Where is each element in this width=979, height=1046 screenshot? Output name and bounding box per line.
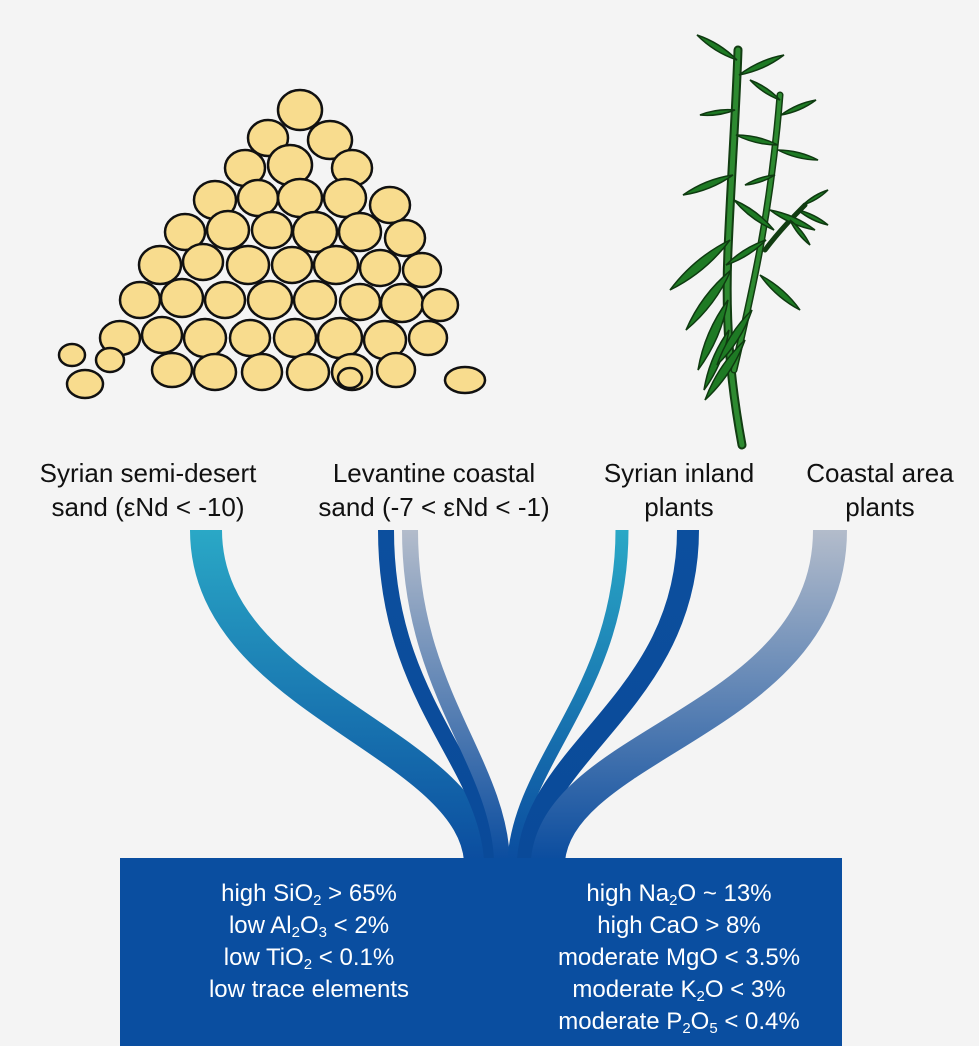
plant-property-line-2: high CaO > 8% <box>597 912 761 939</box>
sand-property-line-1: high SiO2 > 65% <box>221 880 397 909</box>
sand-property-line-4: low trace elements <box>208 976 410 1003</box>
source-label-line: sand (εNd < -10) <box>51 492 245 522</box>
stream-plant1-blue <box>517 529 699 862</box>
sand-properties-list: high SiO2 > 65% low Al2O3 < 2% low TiO2 < … <box>120 878 498 1006</box>
source-label-inland-plants: Syrian inland plants <box>590 456 768 524</box>
source-label-line: Levantine coastal <box>332 458 536 488</box>
source-label-levantine-sand: Levantine coastal sand (-7 < εNd < -1) <box>298 456 570 524</box>
stream-plant1-cyan <box>507 529 629 861</box>
source-label-syrian-sand: Syrian semi-desert sand (εNd < -10) <box>18 456 278 524</box>
plant-property-line-5: moderate P2O5 < 0.4% <box>558 1008 800 1037</box>
plant-icon <box>669 34 829 450</box>
plant-ash-properties-list: high Na2O ~ 13% high CaO > 8% moderate MgO… <box>518 878 840 1038</box>
sand-property-line-3: low TiO2 < 0.1% <box>223 944 395 973</box>
plant-property-line-3: moderate MgO < 3.5% <box>557 944 801 971</box>
source-label-line: Coastal area <box>806 458 954 488</box>
sand-pile-icon <box>57 88 487 400</box>
glass-composition-box: high SiO2 > 65% low Al2O3 < 2% low TiO2 < … <box>120 858 842 1046</box>
sand-property-line-2: low Al2O3 < 2% <box>228 912 390 941</box>
source-label-coastal-plants: Coastal area plants <box>790 456 970 524</box>
source-label-line: sand (-7 < εNd < -1) <box>318 492 550 522</box>
plant-property-line-1: high Na2O ~ 13% <box>586 880 772 909</box>
source-label-line: Syrian semi-desert <box>39 458 257 488</box>
stream-plant2-grey <box>531 529 847 863</box>
stream-sand2-blue <box>378 529 500 861</box>
stream-sand1-cyan <box>190 529 496 863</box>
plant-property-line-4: moderate K2O < 3% <box>572 976 786 1005</box>
source-label-line: Syrian inland <box>603 458 755 488</box>
source-label-line: plants <box>644 492 714 522</box>
stream-sand2-grey <box>402 529 510 861</box>
source-label-line: plants <box>845 492 915 522</box>
